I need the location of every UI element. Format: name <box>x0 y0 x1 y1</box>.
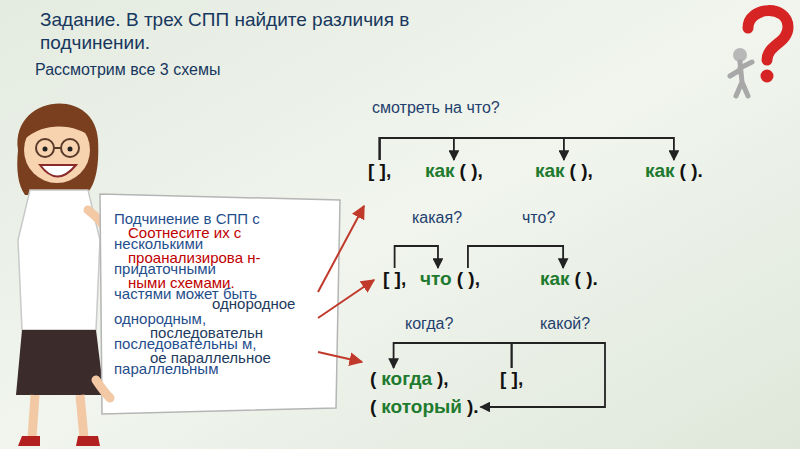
subordination-arrow <box>481 343 605 407</box>
question-label: смотреть на что? <box>372 98 572 118</box>
subordination-arrow <box>394 343 512 368</box>
clause-block: (когда), <box>370 368 449 390</box>
clause-bracket: ( ), <box>457 268 480 289</box>
conjunction-word: как <box>535 160 565 181</box>
clause-block: как( ), <box>535 160 593 182</box>
pointer-arrows <box>318 206 374 362</box>
paper-sheet <box>100 194 340 414</box>
teacher-figure <box>16 103 108 446</box>
paper-term: последовательн ое параллельное <box>150 320 278 370</box>
slide-title: Задание. В трех СПП найдите различия в п… <box>40 8 495 54</box>
conjunction-word: что <box>420 268 452 289</box>
question-label: какой? <box>540 314 630 334</box>
clause-block: [ ], <box>368 160 391 182</box>
clause-bracket: [ ], <box>383 268 406 289</box>
paper-term: однородное <box>212 294 322 314</box>
conjunction-word: когда <box>381 368 432 389</box>
clause-bracket: ( ), <box>570 160 593 181</box>
question-label: что? <box>522 208 602 228</box>
conjunction-word: как <box>540 268 570 289</box>
teacher-hand <box>96 380 110 398</box>
clause-bracket: ( ). <box>680 160 703 181</box>
question-figure <box>730 11 788 96</box>
conjunction-word: как <box>425 160 455 181</box>
clause-block: как( ). <box>540 268 598 290</box>
clause-bracket: ( <box>370 396 376 417</box>
clause-bracket: [ ], <box>368 160 391 181</box>
clause-block: что( ), <box>420 268 480 290</box>
clause-bracket: [ ], <box>500 368 523 389</box>
clause-block: как( ). <box>645 160 703 182</box>
subordination-arrow <box>380 138 674 160</box>
subordination-arrow <box>380 138 564 160</box>
subtitle: Рассмотрим все 3 схемы <box>35 60 295 80</box>
clause-block: [ ], <box>500 368 523 390</box>
subordination-arrow <box>468 246 563 268</box>
conjunction-word: как <box>645 160 675 181</box>
question-label: какая? <box>412 208 502 228</box>
subordination-arrow <box>380 138 454 160</box>
paper-task: Соотнесите их с проанализирова н-ными сх… <box>128 220 268 295</box>
subordination-arrow <box>395 246 438 268</box>
clause-block: [ ], <box>383 268 406 290</box>
clause-bracket: ( ). <box>575 268 598 289</box>
clause-block: (который). <box>370 396 479 418</box>
clause-bracket: ). <box>467 396 479 417</box>
conjunction-word: который <box>381 396 462 417</box>
clause-bracket: ( ), <box>460 160 483 181</box>
clause-bracket: ( <box>370 368 376 389</box>
clause-bracket: ), <box>437 368 449 389</box>
question-label: когда? <box>405 314 495 334</box>
clause-block: как( ), <box>425 160 483 182</box>
